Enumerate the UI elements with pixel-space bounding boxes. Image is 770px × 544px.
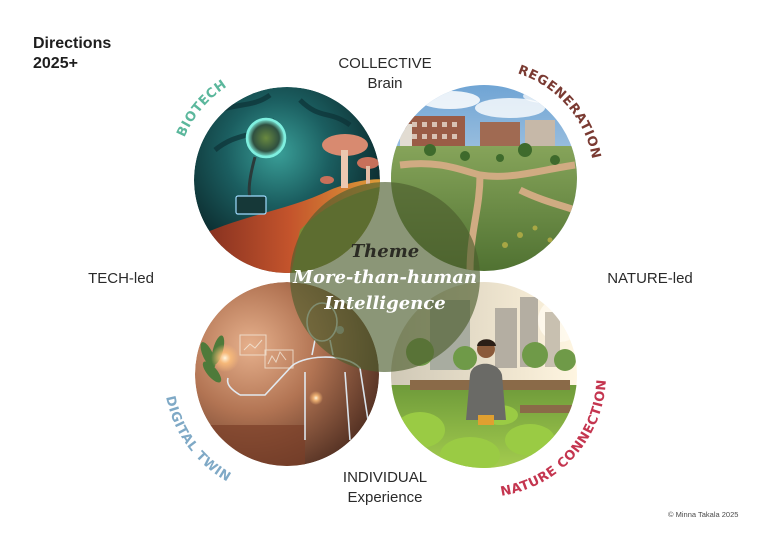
theme-circle: [290, 182, 480, 372]
axis-top-line-2: Brain: [367, 75, 402, 92]
copyright-text: © Minna Takala 2025: [668, 510, 738, 519]
axis-top-label: COLLECTIVE Brain: [338, 55, 431, 92]
title-line-2: 2025+: [33, 55, 78, 72]
theme-line-1: More-than-human: [292, 267, 477, 288]
theme-line-2: Intelligence: [323, 293, 445, 314]
axis-bottom-line-1: INDIVIDUAL: [343, 469, 427, 486]
axis-left-label: TECH-led: [88, 270, 154, 287]
axis-right-label: NATURE-led: [607, 270, 693, 287]
title-line-1: Directions: [33, 35, 111, 52]
axis-top-line-1: COLLECTIVE: [338, 55, 431, 72]
theme-heading: Theme: [351, 241, 419, 262]
theme-text: Theme More-than-human Intelligence: [292, 241, 477, 314]
axis-bottom-line-2: Experience: [347, 489, 422, 506]
axis-bottom-label: INDIVIDUAL Experience: [343, 469, 427, 506]
page-title: Directions 2025+: [33, 35, 111, 72]
